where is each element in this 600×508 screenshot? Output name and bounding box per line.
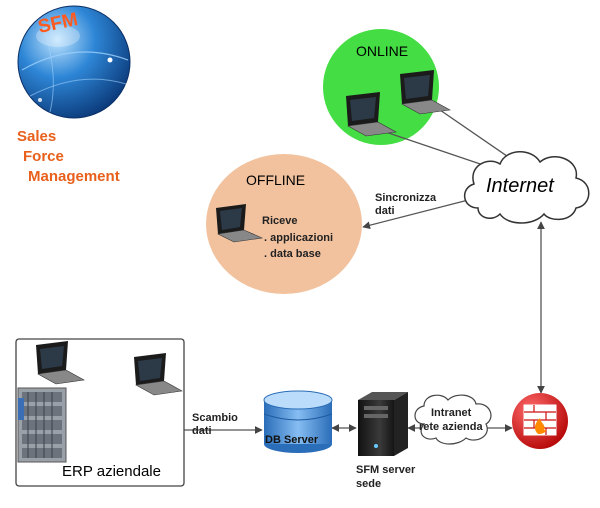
database-icon [263,390,333,453]
online-laptop-icon [346,92,397,137]
internet-label: Internet [486,175,554,197]
online-title: ONLINE [356,43,409,59]
sfm-server-label-line2: sede [356,478,382,490]
erp-label: ERP aziendale [62,463,161,480]
erp-rack-server-icon [17,387,67,463]
sync-label-line1: Sincronizza [375,192,437,204]
firewall-icon [512,393,568,449]
logo-line-sales: Sales [17,128,57,145]
sync-arrow [362,196,481,230]
intranet-label-line2: rete azienda [419,421,483,433]
sync-label-line2: dati [375,205,395,217]
logo-line-force: Force [23,148,64,165]
exchange-label-line1: Scambio [192,412,238,424]
offline-zone [206,154,362,294]
sfm-server-label-line1: SFM server [356,464,416,476]
internet-cloud [464,151,590,224]
online-laptop-icon-2 [400,70,451,115]
offline-laptop-icon [216,204,264,243]
offline-title: OFFLINE [246,172,306,188]
logo-line-management: Management [28,168,120,185]
erp-laptop-icon [36,341,85,385]
sfm-globe-logo [17,5,131,119]
sfm-server-tower-icon [358,392,408,456]
intranet-label-line1: Intranet [431,407,472,419]
offline-item-applications: . applicazioni [264,232,334,244]
db-server-label: DB Server [265,434,319,446]
erp-laptop-icon-2 [134,353,183,396]
offline-receive-label: Riceve [262,215,298,227]
intranet-cloud [414,394,492,445]
exchange-label-line2: dati [192,425,212,437]
offline-item-database: . data base [264,248,321,260]
